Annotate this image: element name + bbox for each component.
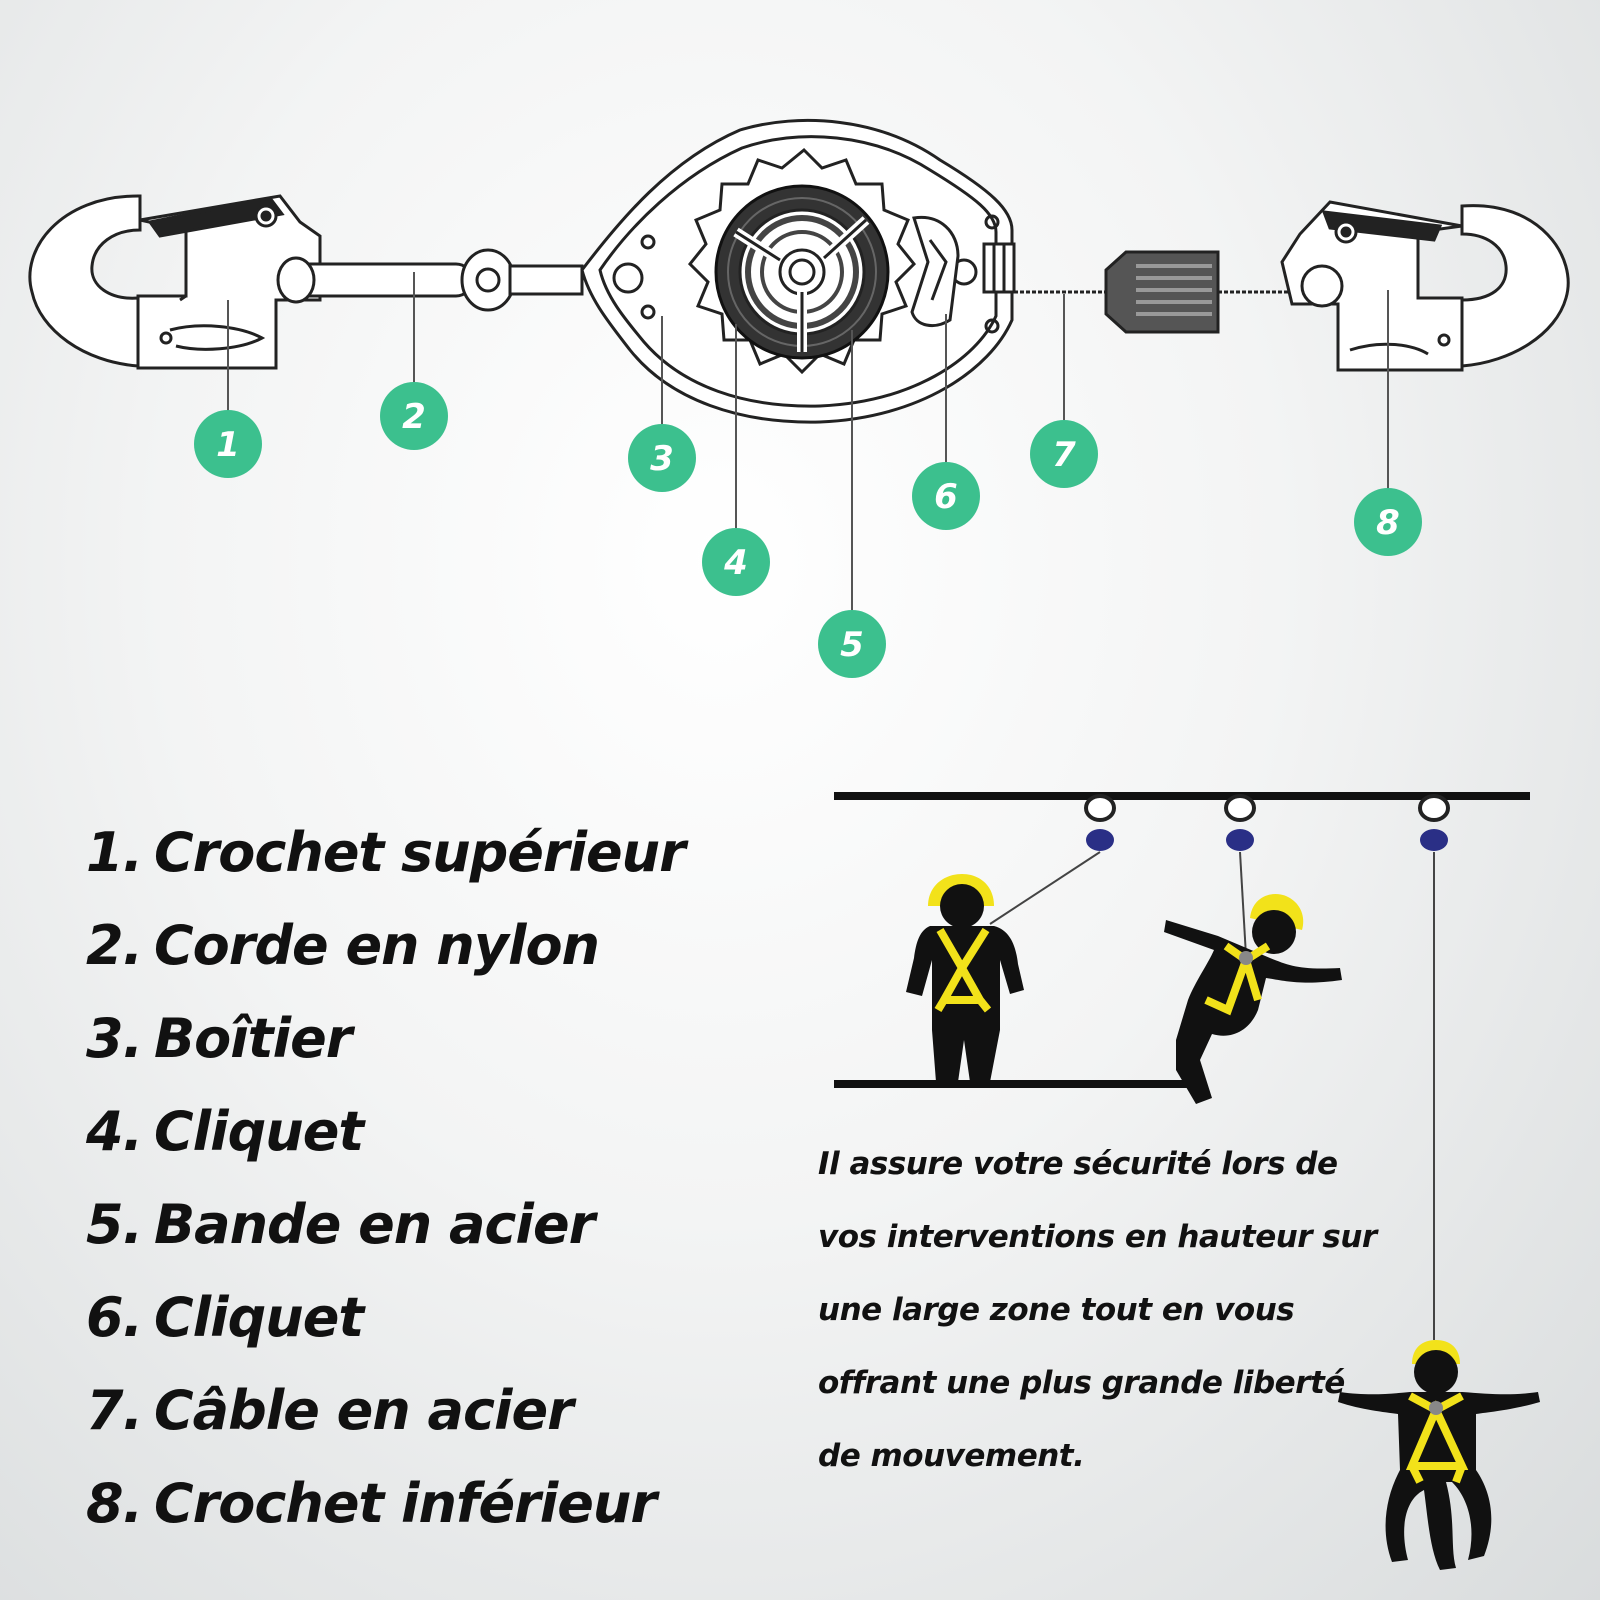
- legend-item-index: 2.: [86, 914, 143, 977]
- legend-item-index: 6.: [86, 1286, 143, 1349]
- callout-1: 1: [194, 410, 262, 478]
- legend-item: 4.Cliquet: [86, 1097, 685, 1190]
- callout-4: 4: [702, 528, 770, 596]
- upper-snap-hook-icon: [28, 194, 322, 370]
- legend-item: 2.Corde en nylon: [86, 911, 685, 1004]
- legend-item-label: Cliquet: [154, 1286, 364, 1349]
- legend-item-label: Crochet supérieur: [154, 821, 686, 884]
- legend-item: 1.Crochet supérieur: [86, 818, 686, 911]
- anchor-point-3: [1418, 794, 1450, 851]
- legend-item-index: 3.: [86, 1007, 143, 1070]
- legend-item-index: 8.: [86, 1472, 143, 1535]
- legend-item: 5.Bande en acier: [86, 1190, 685, 1283]
- legend-item-label: Cliquet: [154, 1100, 364, 1163]
- callout-7-number: 7: [1052, 435, 1076, 475]
- callout-leader-lines: [227, 272, 1389, 610]
- callout-1-number: 1: [216, 425, 240, 465]
- callout-6: 6: [912, 462, 980, 530]
- anchor-point-1: [1084, 794, 1116, 851]
- legend-item-label: Câble en acier: [154, 1379, 574, 1442]
- legend-item-label: Corde en nylon: [154, 914, 600, 977]
- legend-item: 8.Crochet inférieur: [86, 1469, 685, 1562]
- legend-item-label: Bande en acier: [154, 1193, 595, 1256]
- parts-legend: 1.Crochet supérieur 2.Corde en nylon 3.B…: [86, 818, 686, 1562]
- callout-3-number: 3: [650, 439, 674, 479]
- falling-worker: [1164, 894, 1342, 1104]
- nylon-rope-icon: [276, 248, 584, 312]
- legend-item-label: Crochet inférieur: [154, 1472, 657, 1535]
- legend-item-index: 1.: [86, 821, 143, 884]
- anchor-rail-icon: [834, 792, 1530, 851]
- callout-4-number: 4: [723, 543, 748, 583]
- callout-8-number: 8: [1376, 503, 1400, 543]
- callout-2: 2: [380, 382, 448, 450]
- legend-item-label: Boîtier: [154, 1007, 352, 1070]
- legend-item-index: 7.: [86, 1379, 143, 1442]
- callout-3: 3: [628, 424, 696, 492]
- legend-item: 6.Cliquet: [86, 1283, 685, 1376]
- callout-5-number: 5: [840, 625, 864, 665]
- standing-worker: [906, 874, 1024, 1082]
- hanging-worker: [1338, 1340, 1540, 1570]
- legend-item: 7.Câble en acier: [86, 1376, 685, 1469]
- callout-7: 7: [1030, 420, 1098, 488]
- callout-8: 8: [1354, 488, 1422, 556]
- legend-item-index: 5.: [86, 1193, 143, 1256]
- legend-item: 3.Boîtier: [86, 1004, 685, 1097]
- callout-5: 5: [818, 610, 886, 678]
- safety-description: Il assure votre sécurité lors de vos int…: [818, 1146, 1377, 1474]
- anchor-point-2: [1224, 794, 1256, 851]
- lower-swivel-hook-icon: [1280, 200, 1570, 372]
- callout-6-number: 6: [934, 477, 958, 517]
- callout-2-number: 2: [402, 397, 426, 437]
- retractable-reel-icon: [580, 118, 1016, 424]
- steel-cable-icon: [1014, 250, 1312, 334]
- lifelines: [989, 851, 1435, 1340]
- legend-item-index: 4.: [86, 1100, 143, 1163]
